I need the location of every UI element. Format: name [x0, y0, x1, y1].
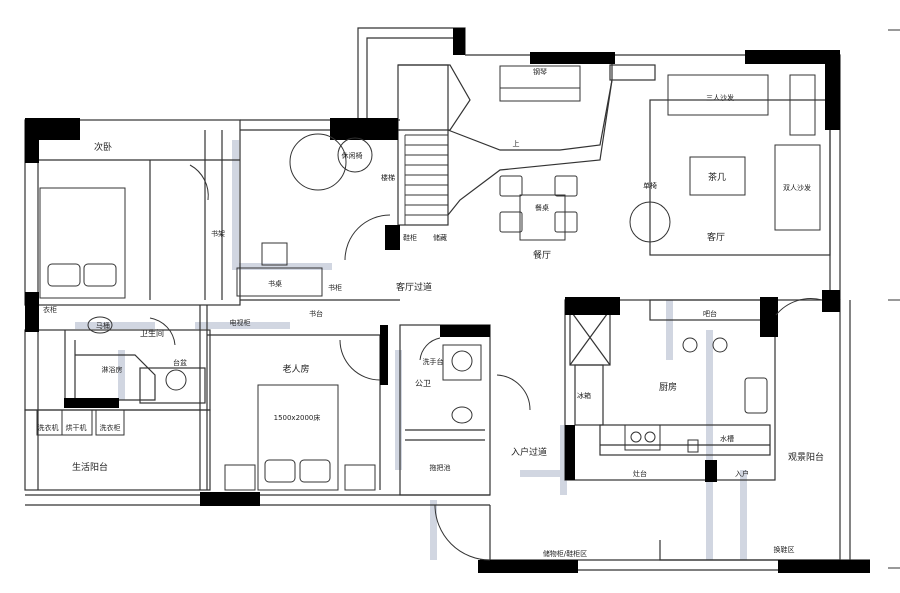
bed-elder: [257, 384, 339, 491]
label-elder-room: 老人房: [282, 363, 309, 375]
label-bathroom-main: 卫生间: [140, 328, 164, 338]
label-elder-bed: 1500x2000床: [274, 413, 321, 422]
wall-blocks: [25, 28, 870, 573]
label-entry: 入户: [735, 469, 749, 478]
label-cooktop: 灶台: [633, 469, 647, 478]
label-desk-short: 书台: [309, 309, 323, 318]
label-wardrobe: 衣柜: [43, 305, 57, 314]
label-storage-bottom: 储物柜/鞋柜区: [543, 549, 587, 558]
label-living-room: 客厅: [707, 231, 725, 243]
label-storage: 储藏: [433, 233, 447, 242]
label-balcony-right: 观景阳台: [788, 451, 824, 463]
label-stove: 水槽: [720, 434, 734, 443]
label-sofa-side: 双人沙发: [783, 183, 811, 192]
label-dining: 餐厅: [533, 249, 551, 261]
label-stairs: 楼梯: [381, 173, 395, 182]
label-bookshelf: 书架: [211, 229, 225, 238]
label-kitchen-entry: 入户过道: [511, 446, 547, 458]
label-shoe-area: 换鞋区: [774, 545, 795, 554]
label-washer: 洗衣柜: [100, 423, 121, 432]
label-upstairs: 上: [513, 139, 520, 148]
coffee-table: [689, 156, 746, 196]
label-coffee-table: 茶几: [708, 171, 726, 183]
label-secondary-bedroom: 次卧: [94, 141, 112, 153]
edge-ticks: [888, 29, 900, 569]
label-sofa-main: 三人沙发: [706, 93, 734, 102]
label-service-balcony: 生活阳台: [72, 461, 108, 473]
label-shower: 淋浴房: [102, 365, 123, 374]
study-desk: [236, 267, 323, 297]
label-bathroom-2: 公卫: [415, 379, 431, 388]
label-bar: 吧台: [703, 309, 717, 318]
label-sink-cabinet: 洗手台: [423, 357, 444, 366]
label-dryer: 烘干机: [66, 423, 87, 432]
label-basin: 台盆: [173, 358, 187, 367]
furniture: [36, 65, 823, 561]
label-piano: 钢琴: [533, 67, 547, 76]
label-corridor: 客厅过道: [396, 281, 432, 293]
bed-secondary: [39, 187, 126, 299]
label-desk: 书桌: [268, 279, 282, 288]
label-kitchen: 厨房: [659, 381, 677, 393]
label-lounge-chair: 休闲椅: [342, 151, 363, 160]
label-shoe-cabinet: 鞋柜: [403, 233, 417, 242]
sofa-main: [667, 74, 769, 116]
label-washing-machine: 洗衣机: [38, 423, 59, 432]
dining-table: [519, 194, 566, 241]
label-mop-pool: 拖把池: [430, 463, 451, 472]
label-study-side: 书柜: [328, 283, 342, 292]
label-dining-table: 餐桌: [535, 203, 549, 212]
label-toilet: 马桶: [96, 321, 110, 330]
label-lounge: 单椅: [643, 181, 657, 190]
label-tv-cabinet: 电视柜: [230, 318, 251, 327]
label-fridge: 冰箱: [577, 391, 591, 400]
sofa-side: [774, 144, 821, 231]
piano-box: [499, 65, 581, 102]
wall-outlines: [24, 27, 870, 571]
circulation-strips: [75, 140, 747, 560]
